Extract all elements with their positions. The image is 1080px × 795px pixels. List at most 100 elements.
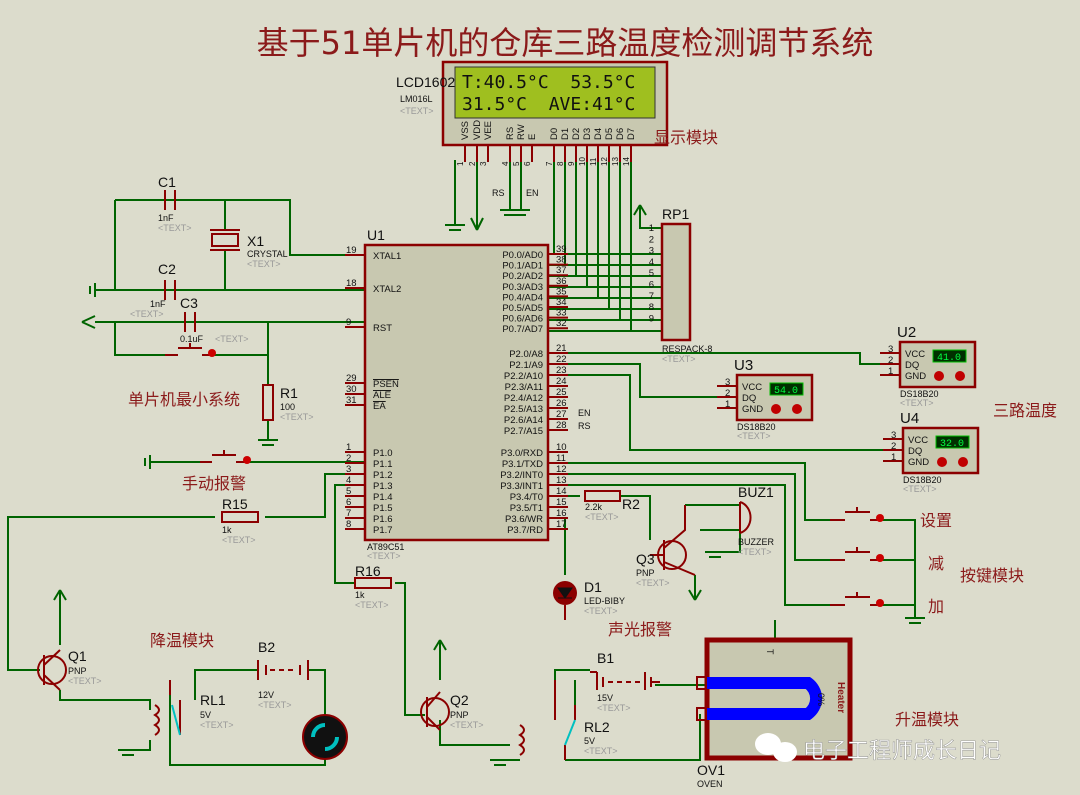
mcu-pin-number: 2 [346,453,351,464]
mcu-pin-label: P0.3/AD3 [502,282,543,293]
mcu-pin-label: EA [373,401,386,412]
svg-text:B2: B2 [258,639,275,655]
mcu-pin-label: P1.2 [373,470,393,481]
svg-text:RL2: RL2 [584,719,610,735]
lcd-pin-label: D0 [549,128,560,140]
svg-text:Heater: Heater [835,682,846,713]
mcu-pin-label: ALE [373,390,391,401]
manual-alarm-button[interactable] [200,450,251,464]
svg-text:R16: R16 [355,563,381,579]
sensor-pin-number: 2 [891,441,896,452]
mcu-pin-number: 15 [556,497,567,508]
label-cooling-module: 降温模块 [150,631,214,650]
label-manual-alarm: 手动报警 [182,474,246,493]
oven-ov1: T Heater 0% OV1 OVEN [696,637,853,789]
lcd-model: LM016L [400,94,433,104]
sensor-pin-label: DQ [908,446,922,457]
mcu-pin-number: 28 [556,420,567,431]
lcd-pin-label: VDD [472,120,483,140]
mcu-pin-label: P3.7/RD [507,525,543,536]
svg-text:LED-BIBY: LED-BIBY [584,596,625,606]
mcu-pin-number: 21 [556,343,567,354]
mcu-pin-number: 30 [346,384,357,395]
power-arrows [53,204,702,651]
relay-rl1: RL1 5V <TEXT> [153,680,234,736]
svg-text:PNP: PNP [68,666,87,676]
transistor-q3: Q3 PNP <TEXT> [636,505,696,588]
mcu-pin-label: P1.7 [373,525,393,536]
page-title: 基于51单片机的仓库三路温度检测调节系统 [257,24,874,62]
mcu-pin-number: 8 [346,519,351,530]
battery-b2: B2 12V <TEXT> [257,639,309,710]
mcu-pin-number: 9 [346,317,351,328]
label-display-module: 显示模块 [654,128,718,147]
sensor-reading: 41.0 [937,353,961,364]
button-minus[interactable] [830,547,884,562]
mcu-pin-label: P2.2/A10 [504,371,543,382]
svg-text:<TEXT>: <TEXT> [636,578,670,588]
mcu-pin-label: PSEN [373,379,399,390]
sensor-down-button[interactable] [934,371,944,381]
label-set: 设置 [920,511,952,530]
sensor-up-button[interactable] [792,404,802,414]
rp1-pin-number: 1 [649,223,654,234]
mcu-pin-label: XTAL2 [373,284,401,295]
svg-text:C2: C2 [158,261,176,277]
svg-text:15V: 15V [597,693,613,703]
sensor-up-button[interactable] [958,457,968,467]
led-d1: D1 LED-BIBY <TEXT> [553,579,625,620]
mcu-text-placeholder: <TEXT> [367,551,401,561]
sensor-pin-number: 1 [888,366,893,377]
rp1-model: RESPACK-8 [662,344,712,354]
svg-text:Q2: Q2 [450,692,469,708]
rp1-text-placeholder: <TEXT> [662,354,696,364]
mcu-pin-number: 36 [556,276,567,287]
net-label-rs-mcu: RS [578,421,591,431]
mcu-pin-label: P3.0/RXD [501,448,543,459]
svg-text:1nF: 1nF [150,299,166,309]
mcu-pin-label: P0.7/AD7 [502,324,543,335]
svg-text:<TEXT>: <TEXT> [258,700,292,710]
svg-text:<TEXT>: <TEXT> [584,746,618,756]
sensor-pin-label: VCC [908,435,928,446]
watermark: 电子工程师成长日记 [755,733,1001,764]
sensor-up-button[interactable] [955,371,965,381]
mcu-pin-number: 25 [556,387,567,398]
buzzer-buz1: BUZ1 BUZZER <TEXT> [738,484,775,557]
sensor-pin-number: 2 [888,355,893,366]
button-plus[interactable] [830,592,884,607]
mcu-pin-label: P3.3/INT1 [500,481,543,492]
sensor-down-button[interactable] [937,457,947,467]
lcd-pin-label: RW [516,124,527,140]
mcu-pin-label: P3.5/T1 [510,503,543,514]
lcd-pin-label: VEE [483,121,494,140]
sensor-display [935,435,970,449]
lcd-pin-number: 10 [578,157,587,166]
sensor-down-button[interactable] [771,404,781,414]
mcu-pin-number: 22 [556,354,567,365]
rp1-pin-number: 7 [649,291,654,302]
svg-text:Q3: Q3 [636,551,655,567]
rp1-pin-number: 9 [649,313,654,324]
crystal-x1: X1 CRYSTAL <TEXT> [210,229,288,269]
sensor-text-placeholder: <TEXT> [900,398,934,408]
mcu-pin-label: P1.0 [373,448,393,459]
mcu-model: AT89C51 [367,542,404,552]
svg-text:<TEXT>: <TEXT> [738,547,772,557]
mcu-pin-number: 24 [556,376,567,387]
reset-button[interactable] [165,343,216,357]
button-set[interactable] [830,507,884,522]
resistor-r15: R15 1k <TEXT> [221,496,259,545]
sensor-pin-label: VCC [742,382,762,393]
lcd-pin-label: D2 [571,128,582,140]
mcu-pin-label: RST [373,323,392,334]
lcd-pin-label: D1 [560,128,571,140]
svg-text:Q1: Q1 [68,648,87,664]
lcd-line-2: 31.5°C AVE:41°C [462,94,635,115]
lcd-pin-label: D3 [582,128,593,140]
battery-b1: B1 15V <TEXT> [590,650,660,713]
svg-text:BUZ1: BUZ1 [738,484,774,500]
mcu-pin-label: P0.5/AD5 [502,303,543,314]
